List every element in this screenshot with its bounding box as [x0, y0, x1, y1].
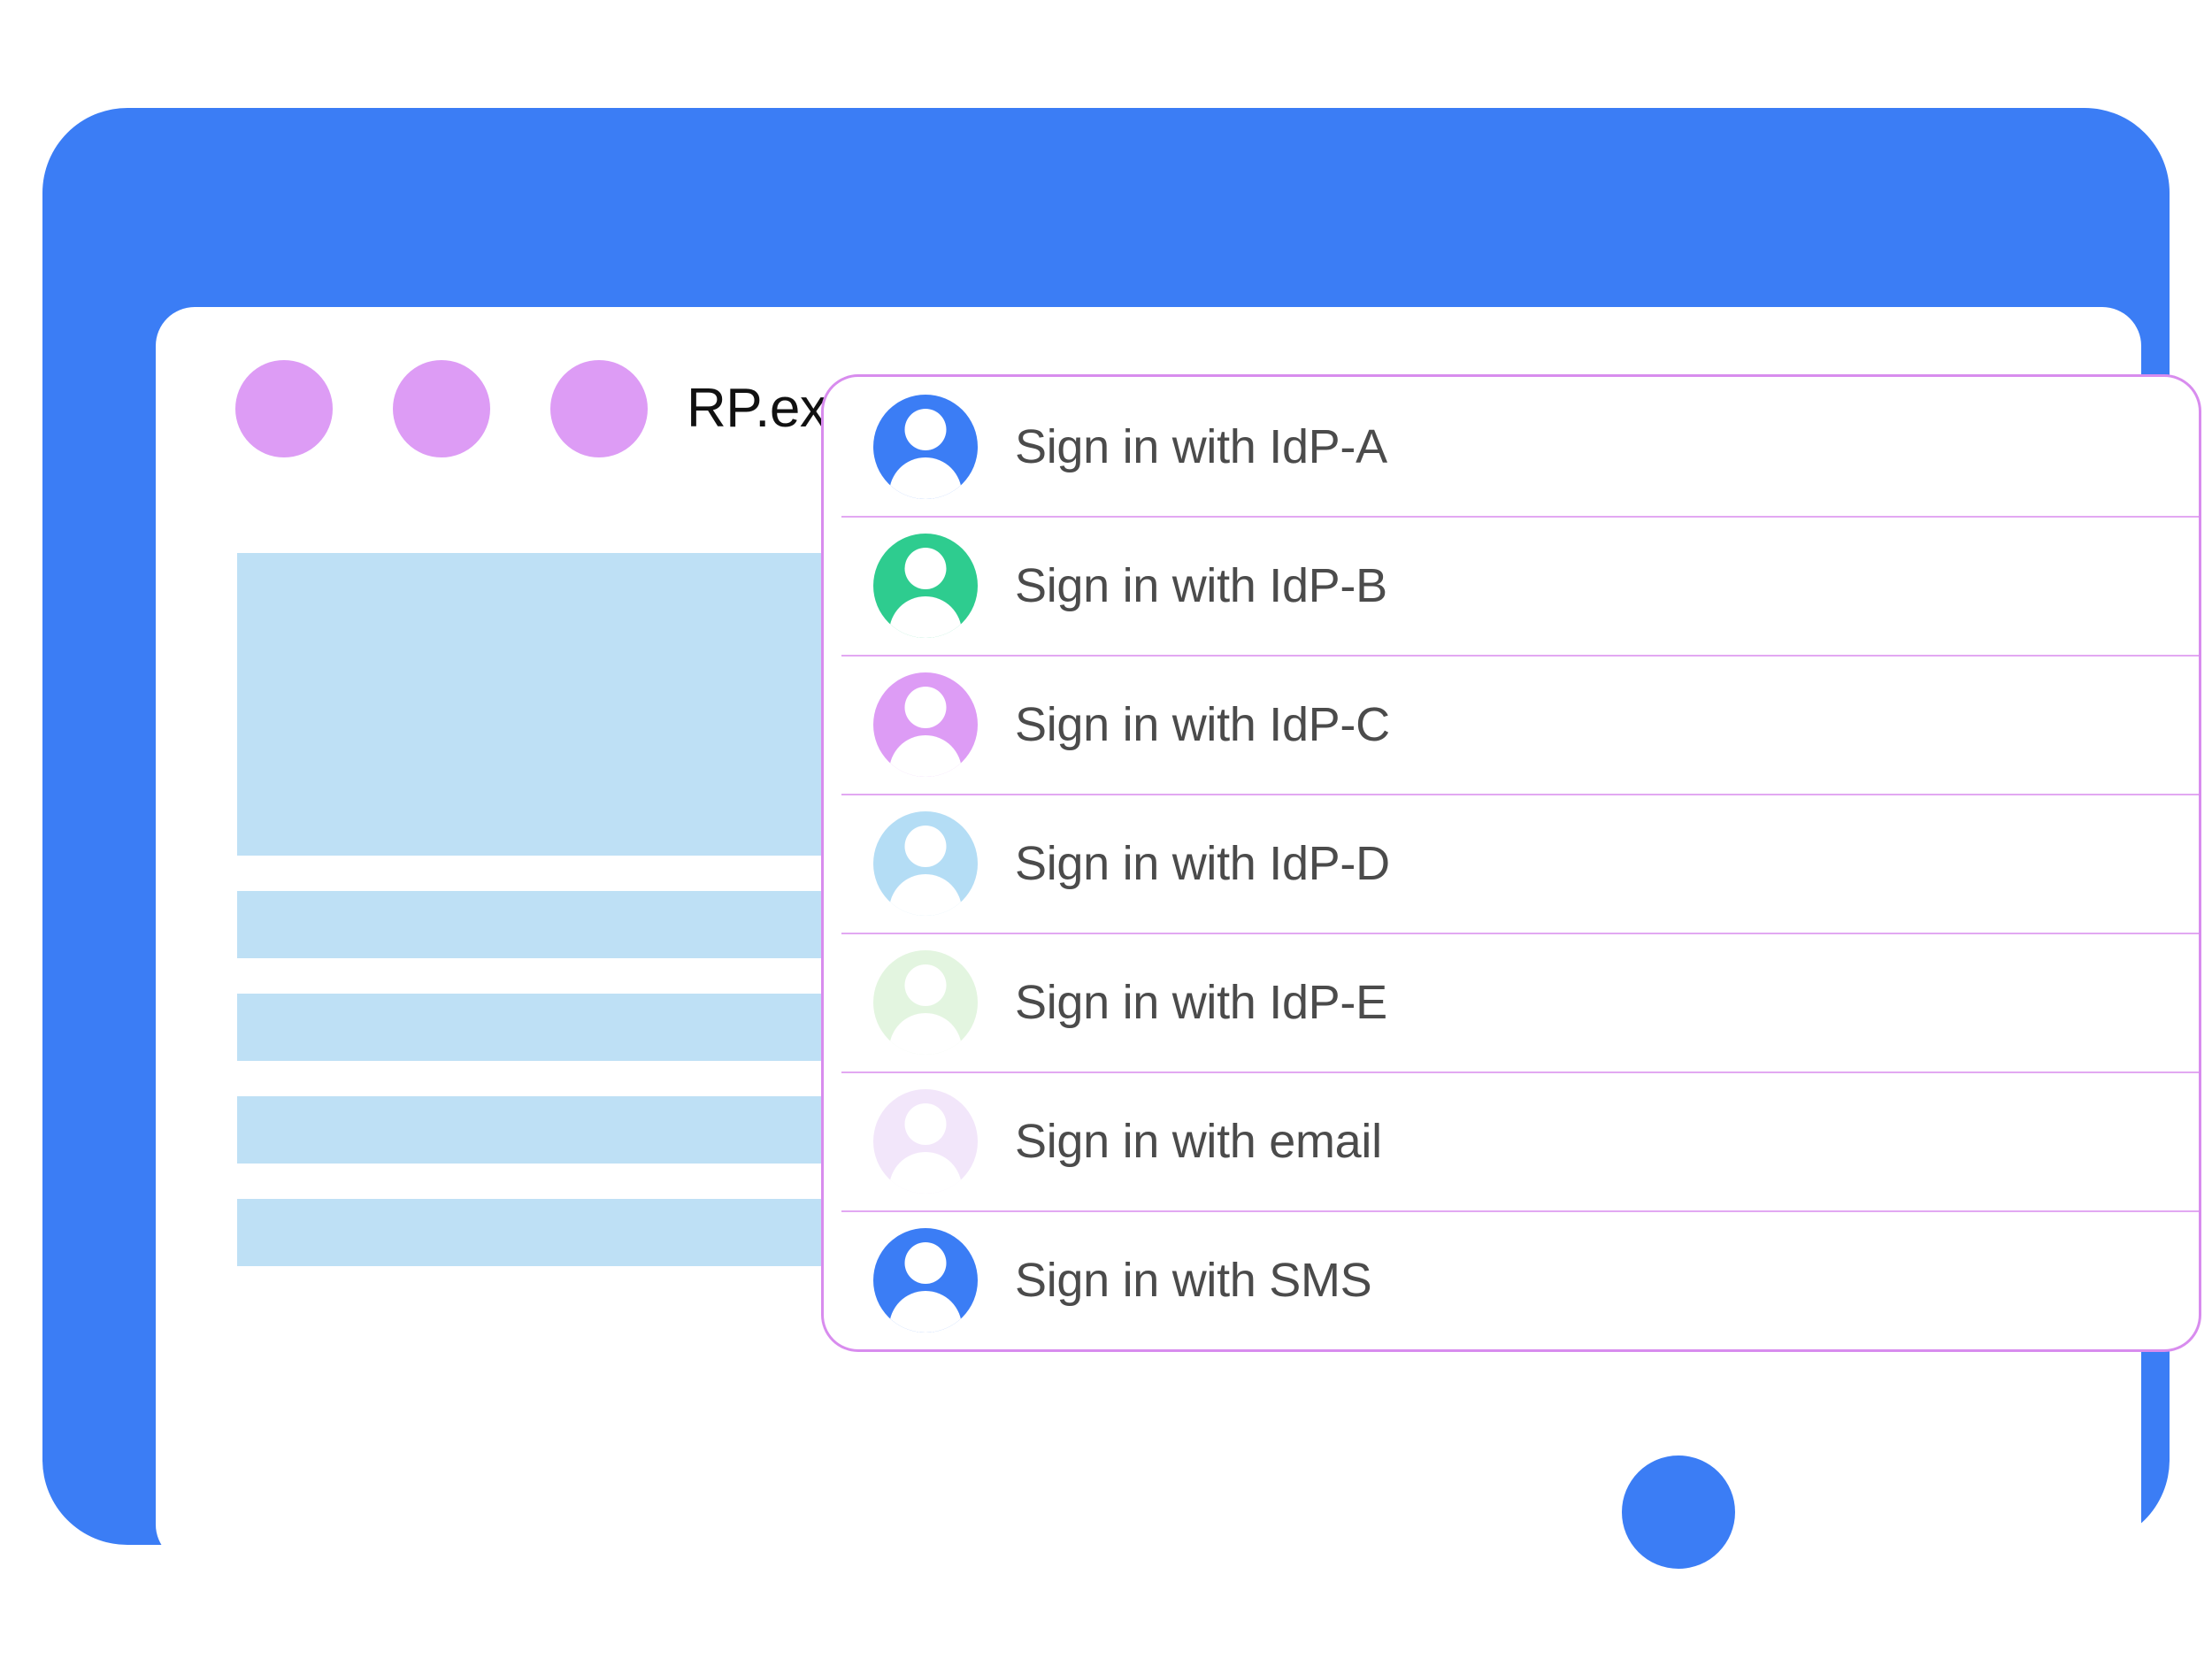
account-option-sms[interactable]: Sign in with SMS	[824, 1210, 2199, 1349]
account-option-email[interactable]: Sign in with email	[824, 1071, 2199, 1210]
person-avatar-icon	[873, 1088, 978, 1194]
account-option-idp-a[interactable]: Sign in with IdP-A	[824, 377, 2199, 516]
account-option-label: Sign in with IdP-A	[1015, 419, 1387, 473]
home-button[interactable]	[1622, 1455, 1735, 1569]
frame-notch-gap	[1588, 1455, 1622, 1562]
account-option-idp-c[interactable]: Sign in with IdP-C	[824, 655, 2199, 794]
account-option-idp-d[interactable]: Sign in with IdP-D	[824, 794, 2199, 933]
window-dot-close-icon[interactable]	[235, 360, 333, 457]
account-option-label: Sign in with IdP-B	[1015, 558, 1387, 612]
account-option-label: Sign in with SMS	[1015, 1253, 1372, 1307]
account-option-label: Sign in with email	[1015, 1114, 1382, 1168]
person-avatar-icon	[873, 949, 978, 1055]
account-option-label: Sign in with IdP-D	[1015, 836, 1390, 890]
account-option-idp-b[interactable]: Sign in with IdP-B	[824, 516, 2199, 655]
device-frame: RP.example Sign in with IdP-A Sign in wi…	[42, 108, 2201, 1563]
person-avatar-icon	[873, 533, 978, 638]
window-dot-maximize-icon[interactable]	[550, 360, 648, 457]
account-chooser-panel: Sign in with IdP-A Sign in with IdP-B Si…	[821, 374, 2201, 1352]
window-dot-minimize-icon[interactable]	[393, 360, 490, 457]
account-option-idp-e[interactable]: Sign in with IdP-E	[824, 933, 2199, 1071]
person-avatar-icon	[873, 672, 978, 777]
frame-notch-gap	[1739, 1455, 1772, 1562]
person-avatar-icon	[873, 394, 978, 499]
person-avatar-icon	[873, 810, 978, 916]
browser-window: RP.example Sign in with IdP-A Sign in wi…	[156, 307, 2201, 1563]
account-option-label: Sign in with IdP-E	[1015, 975, 1387, 1029]
person-avatar-icon	[873, 1227, 978, 1333]
account-option-label: Sign in with IdP-C	[1015, 697, 1390, 751]
